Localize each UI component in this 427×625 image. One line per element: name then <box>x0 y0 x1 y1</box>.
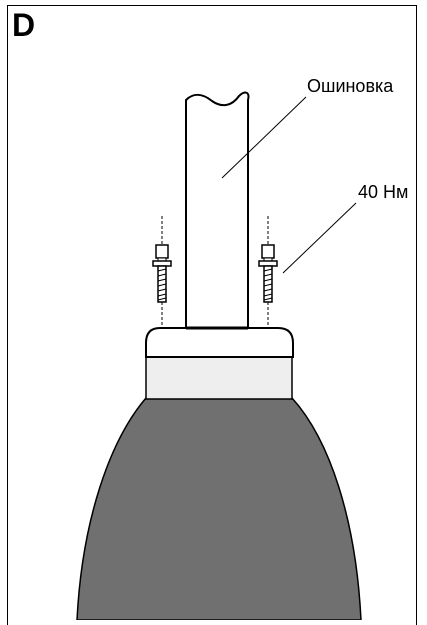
bolt-icon <box>258 216 278 328</box>
insulator-band <box>145 356 293 400</box>
busbar <box>185 91 250 329</box>
busbar-leader <box>221 96 307 179</box>
torque-leader <box>282 202 357 274</box>
panel-letter: D <box>12 7 36 43</box>
insulator-cap <box>145 327 294 358</box>
torque-label: 40 Нм <box>358 182 409 202</box>
busbar-label: Ошиновка <box>307 76 394 96</box>
panel-frame <box>7 5 417 625</box>
insulator-body <box>76 397 362 620</box>
bolt-icon <box>152 216 172 328</box>
